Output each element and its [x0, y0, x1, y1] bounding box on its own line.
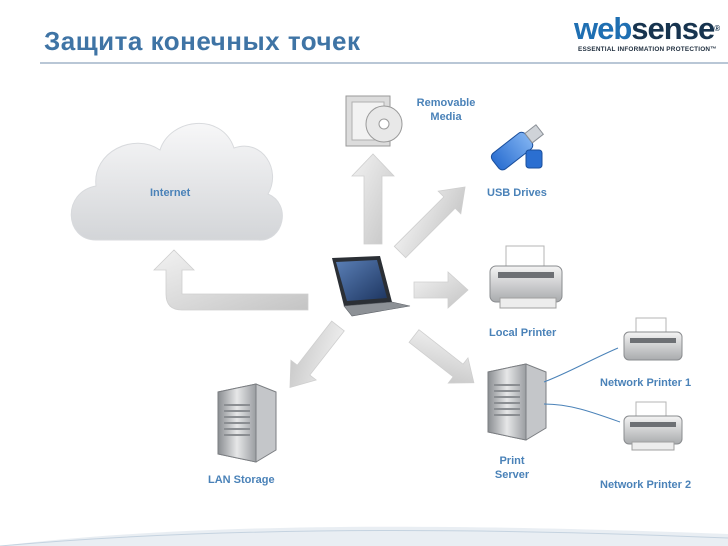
laptop-icon: [332, 256, 411, 317]
print-server-icon: [487, 363, 547, 441]
usb-drives-label: USB Drives: [487, 187, 547, 199]
removable-media-icon: [345, 95, 403, 147]
lan-storage-icon: [217, 383, 277, 463]
removable-media-label-line2: Media: [430, 111, 462, 123]
logo-registered-mark: ®: [714, 24, 720, 33]
arrow-to-internet-icon: [153, 249, 309, 311]
network-printer-2-label: Network Printer 2: [600, 479, 692, 491]
logo-word-sense: sense: [631, 11, 715, 46]
network-printer-1-icon: [623, 317, 683, 361]
local-printer-label: Local Printer: [489, 327, 557, 339]
network-printer-1-label: Network Printer 1: [600, 377, 692, 389]
lan-storage-label: LAN Storage: [208, 474, 275, 486]
internet-label: Internet: [150, 187, 191, 199]
network-printer-2-icon: [623, 401, 683, 451]
internet-cloud-icon: [70, 123, 283, 241]
arrow-to-lan-storage-icon: [289, 320, 345, 389]
removable-media-label-line1: Removable: [416, 97, 476, 109]
logo-tagline: ESSENTIAL INFORMATION PROTECTION™: [578, 46, 717, 53]
title-divider: [40, 62, 728, 64]
websense-logo: websense® ESSENTIAL INFORMATION PROTECTI…: [574, 12, 722, 58]
logo-wordmark: websense®: [574, 11, 720, 46]
local-printer-icon: [489, 245, 563, 309]
arrow-to-print-server-icon: [408, 329, 475, 384]
arrow-to-removable-media-icon: [351, 153, 395, 245]
removable-media-label: Removable Media: [410, 96, 482, 124]
usb-drive-icon: [490, 124, 545, 171]
logo-word-web: web: [574, 11, 632, 46]
print-server-label-line1: Print: [499, 455, 525, 467]
arrow-to-local-printer-icon: [413, 271, 469, 309]
slide-title: Защита конечных точек: [44, 26, 361, 56]
network-connection-lines: [543, 347, 621, 423]
footer-swoosh: [0, 526, 728, 546]
arrow-to-usb-icon: [393, 186, 466, 259]
print-server-label: Print Server: [488, 454, 536, 482]
print-server-label-line2: Server: [494, 469, 530, 481]
